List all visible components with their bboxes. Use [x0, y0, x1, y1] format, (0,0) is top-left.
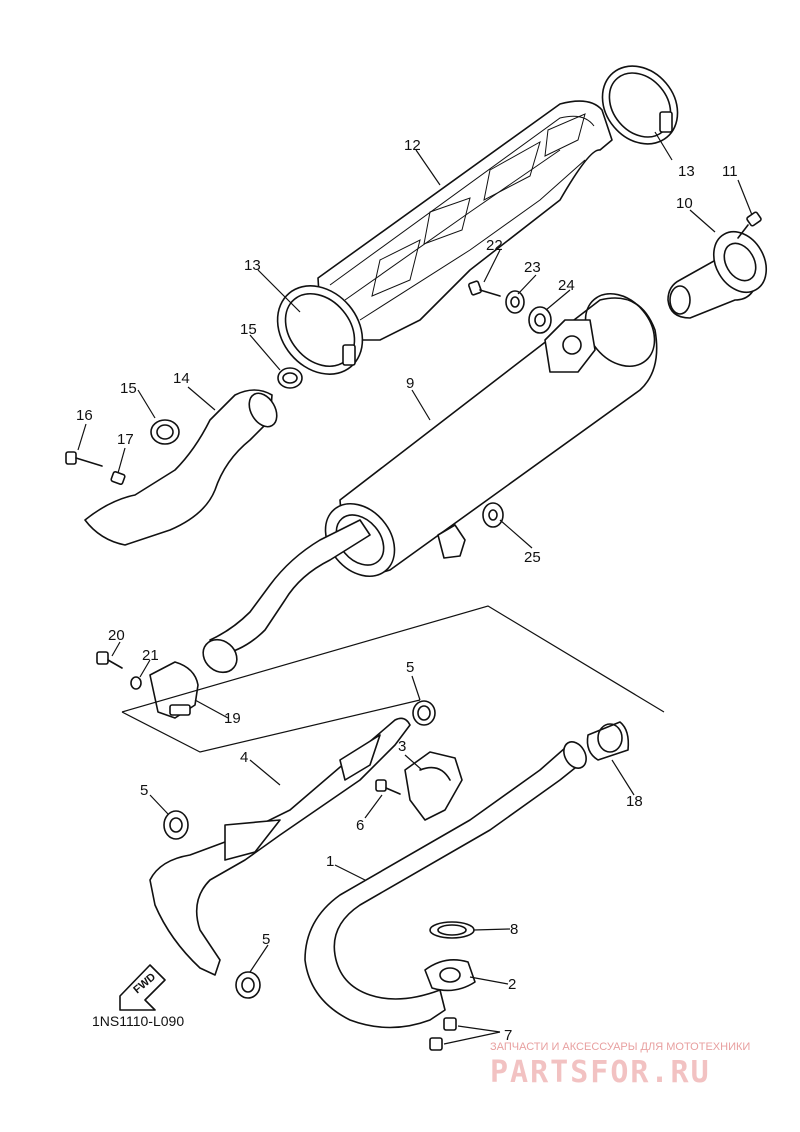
callout-6: 6 — [356, 817, 364, 834]
callout-19: 19 — [224, 710, 241, 727]
part-12-heat-protector — [317, 100, 613, 341]
part-1-exhaust-pipe — [304, 741, 587, 1029]
part-18-gasket — [586, 721, 630, 761]
part-7-nuts — [429, 1017, 457, 1051]
callout-25: 25 — [524, 549, 541, 566]
callout-15-lower: 15 — [120, 380, 137, 397]
callout-5-a: 5 — [406, 659, 414, 676]
part-13-clamp-left — [276, 285, 364, 375]
part-10-tail-pipe — [667, 231, 768, 319]
callout-9: 9 — [406, 375, 414, 392]
callout-5-c: 5 — [262, 931, 270, 948]
callout-16: 16 — [76, 407, 93, 424]
callout-18: 18 — [626, 793, 643, 810]
part-23-washer — [505, 290, 525, 314]
callout-14: 14 — [173, 370, 190, 387]
callout-10: 10 — [676, 195, 693, 212]
assembly-guide-lines — [121, 605, 665, 753]
callout-4: 4 — [240, 749, 248, 766]
part-24-grommet — [528, 306, 552, 334]
leader-lines — [77, 131, 753, 1045]
part-19-clamp — [149, 661, 199, 719]
watermark: ЗАПЧАСТИ И АКСЕССУАРЫ ДЛЯ МОТОТЕХНИКИ PA… — [490, 1041, 750, 1090]
part-8-gasket — [429, 921, 475, 939]
callout-7: 7 — [504, 1027, 512, 1044]
part-6-bolt — [375, 779, 401, 795]
callout-20: 20 — [108, 627, 125, 644]
callout-12: 12 — [404, 137, 421, 154]
part-5-clamp-a — [412, 700, 436, 726]
callout-5-b: 5 — [140, 782, 148, 799]
part-15-clamp-upper — [277, 367, 303, 389]
callout-15-upper: 15 — [240, 321, 257, 338]
part-11-bolt — [737, 211, 762, 239]
diagram-code: 1NS1110-L090 — [92, 1013, 184, 1029]
part-15-clamp-lower — [150, 419, 180, 445]
callout-21: 21 — [142, 647, 159, 664]
callout-22: 22 — [486, 237, 503, 254]
callout-17: 17 — [117, 431, 134, 448]
part-16-bolt — [65, 451, 103, 467]
callout-3: 3 — [398, 738, 406, 755]
callout-11: 11 — [722, 163, 738, 180]
part-2-flange — [424, 959, 476, 992]
part-5-clamp-b — [163, 810, 189, 840]
callout-24: 24 — [558, 277, 575, 294]
part-13-clamp-right — [601, 65, 679, 145]
callouts: 12 13 11 10 13 15 15 14 16 17 22 23 24 9… — [76, 137, 738, 1044]
part-22-bolt — [468, 280, 501, 297]
part-4-exhaust-pipe — [149, 717, 411, 976]
callout-8: 8 — [510, 921, 518, 938]
part-20-bolt — [96, 651, 123, 669]
callout-1: 1 — [326, 853, 334, 870]
callout-23: 23 — [524, 259, 541, 276]
callout-13-right: 13 — [678, 163, 695, 180]
part-17-spacer — [110, 471, 126, 485]
watermark-brand: PARTSFOR.RU — [490, 1055, 711, 1090]
part-25-grommet — [482, 502, 504, 528]
part-5-clamp-c — [235, 971, 261, 999]
part-9-muffler — [202, 292, 658, 674]
watermark-tagline: ЗАПЧАСТИ И АКСЕССУАРЫ ДЛЯ МОТОТЕХНИКИ — [490, 1041, 750, 1053]
fwd-arrow-icon — [119, 964, 166, 1011]
part-21-washer — [130, 676, 142, 690]
callout-2: 2 — [508, 976, 516, 993]
part-3-bracket — [404, 751, 463, 821]
callout-13-left: 13 — [244, 257, 261, 274]
part-14-joint-pipe — [84, 389, 278, 546]
